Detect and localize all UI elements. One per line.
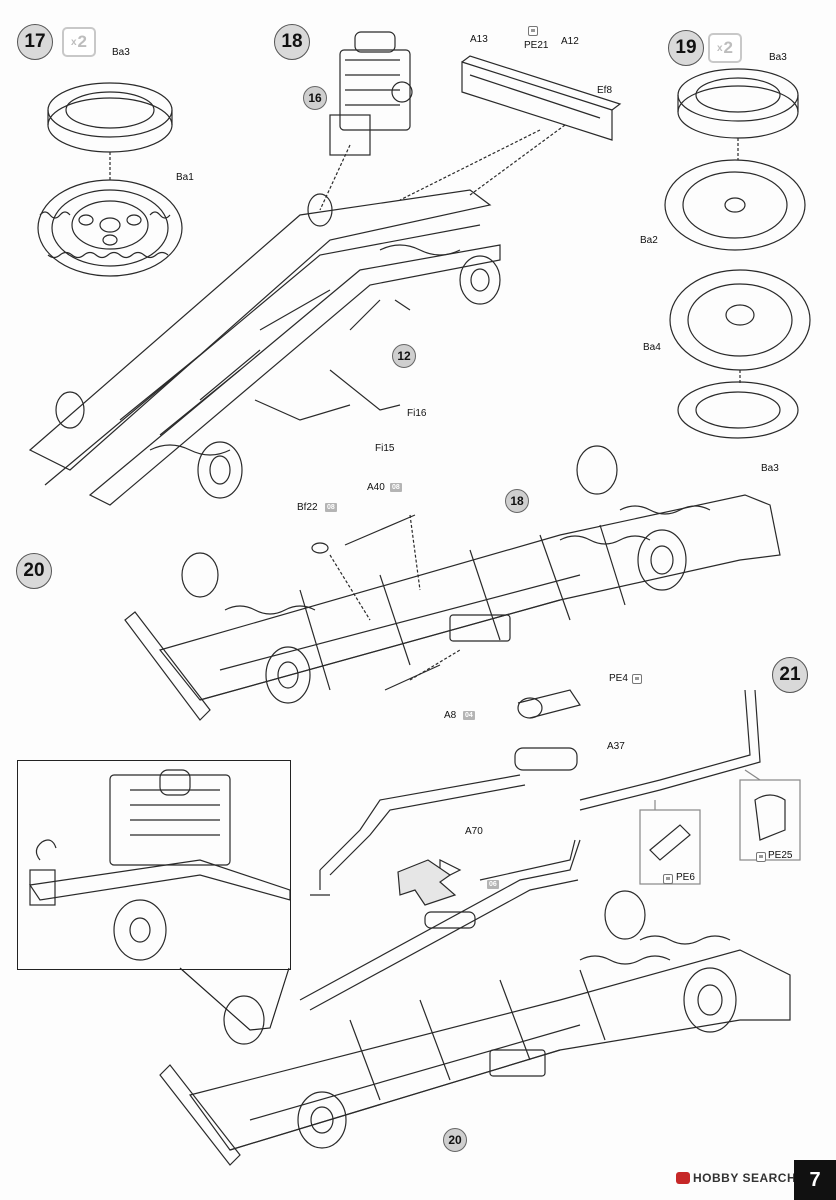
label-a12: A12 [561, 36, 579, 47]
label-ba3: Ba3 [112, 47, 130, 58]
wheel-ba1 [37, 179, 183, 277]
step-number-19: 19 [668, 30, 704, 66]
chassis-frame-step20 [124, 445, 781, 721]
label-a40: A40 [367, 482, 385, 493]
color-code-tag: 08 [390, 483, 402, 492]
brand-logo-icon [676, 1172, 690, 1184]
label-ba1: Ba1 [176, 172, 194, 183]
label-ef8: Ef8 [597, 85, 613, 96]
hobby-search-watermark: HOBBY SEARCH [676, 1171, 796, 1185]
chassis-frame-bottom [159, 890, 791, 1166]
tire-stack-19 [664, 68, 811, 439]
label-fi15: Fi15 [375, 443, 395, 454]
label-a70: A70 [465, 826, 483, 837]
color-code-tag: 06 [487, 880, 499, 889]
ref-step-16: 16 [303, 86, 327, 110]
engine-block [329, 31, 413, 156]
label-pe25: PE25 [768, 850, 793, 861]
brand-name: HOBBY SEARCH [693, 1171, 797, 1185]
label-pe4: PE4 [609, 673, 628, 684]
step-number-18: 18 [274, 24, 310, 60]
label-ba3: Ba3 [761, 463, 779, 474]
step-number-20: 20 [16, 553, 52, 589]
multiplier-value: 2 [723, 38, 734, 57]
label-ba2: Ba2 [640, 235, 658, 246]
photoetch-icon [528, 26, 538, 36]
label-fi16: Fi16 [407, 408, 427, 419]
multiplier-value: 2 [77, 32, 88, 51]
photoetch-icon [663, 874, 673, 884]
ref-step-12: 12 [392, 344, 416, 368]
label-ba4: Ba4 [643, 342, 661, 353]
color-code-tag: 04 [463, 711, 475, 720]
ref-step-18: 18 [505, 489, 529, 513]
page-number: 7 [794, 1160, 836, 1200]
label-pe6: PE6 [676, 872, 695, 883]
ref-step-20: 20 [443, 1128, 467, 1152]
label-a37: A37 [607, 741, 625, 752]
chassis-frame-upper [28, 189, 501, 506]
multiplier-prefix: x [70, 36, 77, 48]
color-code-tag: 08 [325, 503, 337, 512]
multiplier-prefix: x [716, 42, 723, 54]
label-a8: A8 [444, 710, 457, 721]
tire-ring-ba3 [47, 82, 173, 153]
label-ba3: Ba3 [769, 52, 787, 63]
label-a13: A13 [470, 34, 488, 45]
label-bf22: Bf22 [297, 502, 318, 513]
bracket-ef8 [461, 55, 622, 141]
exhaust-assembly [299, 689, 761, 1011]
photoetch-icon [756, 852, 766, 862]
step-number-17: 17 [17, 24, 53, 60]
inset-detail-box [17, 760, 291, 970]
photoetch-icon [632, 674, 642, 684]
label-pe21: PE21 [524, 40, 549, 51]
step-number-21: 21 [772, 657, 808, 693]
